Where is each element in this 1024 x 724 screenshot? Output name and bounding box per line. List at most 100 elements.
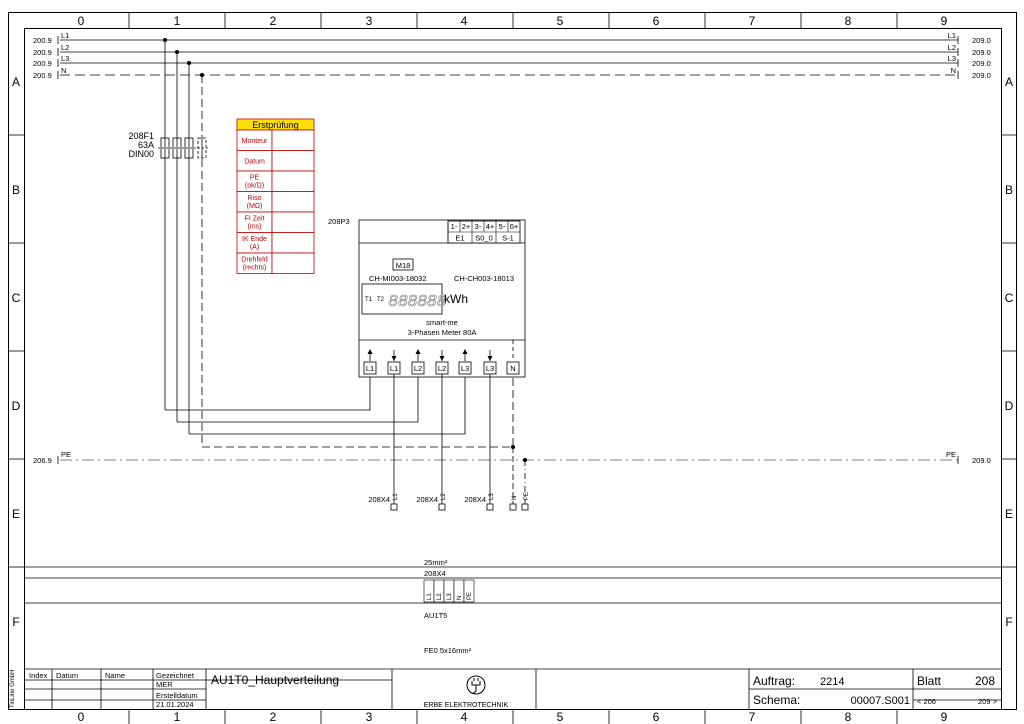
bus-left-ref: 200.9 bbox=[33, 36, 52, 45]
column-label-bottom: 5 bbox=[557, 710, 564, 724]
meter-terminal-label: N bbox=[510, 364, 515, 373]
module-box bbox=[392, 258, 414, 271]
bus-lines bbox=[60, 39, 958, 461]
terminal-wires bbox=[393, 374, 526, 504]
column-label-bottom: 3 bbox=[366, 710, 373, 724]
meter-tag: 208P3 bbox=[328, 217, 350, 226]
column-label-top: 1 bbox=[174, 14, 181, 28]
erstpruefung-row-label: Monteur bbox=[242, 138, 268, 145]
column-label-bottom: 8 bbox=[845, 710, 852, 724]
x4-terminal-label: L1 bbox=[393, 493, 399, 500]
cable-section bbox=[24, 566, 1001, 670]
pe-right-ref: 209.0 bbox=[972, 456, 991, 465]
column-label-top: 0 bbox=[78, 14, 85, 28]
bus-left-ref: 200.9 bbox=[33, 59, 52, 68]
column-label-top: 2 bbox=[270, 14, 277, 28]
erstpruefung-row-unit: (A) bbox=[250, 244, 259, 251]
fuse-208f1[interactable] bbox=[158, 137, 209, 159]
bus-right-ref: 209.0 bbox=[972, 36, 991, 45]
x4-terminal[interactable] bbox=[438, 503, 446, 511]
meter-io-pin: 2+ bbox=[462, 222, 471, 231]
bus-left-ref: 200.9 bbox=[33, 48, 52, 57]
meter-io-pin: 3- bbox=[475, 222, 482, 231]
company-logo bbox=[466, 675, 486, 695]
bus-label-right: L1 bbox=[948, 31, 956, 40]
erstpruefung-value-cell[interactable] bbox=[271, 232, 315, 254]
column-label-bottom: 7 bbox=[749, 710, 756, 724]
meter-module: M18 bbox=[396, 261, 411, 270]
column-label-top: 3 bbox=[366, 14, 373, 28]
meter-terminal-label: L2 bbox=[414, 364, 422, 373]
erstpruefung-value-cell[interactable] bbox=[271, 170, 315, 192]
row-label-right: F bbox=[1005, 615, 1012, 629]
meter-terminal[interactable] bbox=[506, 361, 520, 375]
x4-terminal[interactable] bbox=[390, 503, 398, 511]
x4-terminal-pe-label: PE bbox=[524, 492, 530, 500]
row-label-right: A bbox=[1005, 75, 1013, 89]
bus-label-right: L2 bbox=[948, 43, 956, 52]
fuse-drops bbox=[164, 40, 514, 448]
x4-terminal[interactable] bbox=[486, 503, 494, 511]
meter-tariff-t1: T1 bbox=[365, 297, 373, 303]
cable-cross-section: 25mm² bbox=[424, 558, 448, 567]
x4-terminal-n-label: N bbox=[512, 496, 518, 500]
bus-label-right: N bbox=[951, 66, 956, 75]
cable-wire-label: L3 bbox=[447, 593, 453, 600]
erstpruefung-value-cell[interactable] bbox=[271, 191, 315, 213]
next-sheet-link[interactable]: 209 > bbox=[978, 697, 998, 706]
meter-part-right: CH-CH003-18013 bbox=[454, 274, 514, 283]
cable-wire-cell bbox=[463, 579, 475, 603]
column-label-top: 8 bbox=[845, 14, 852, 28]
cable-wire-label: L2 bbox=[437, 593, 443, 600]
row-label-right: D bbox=[1005, 399, 1014, 413]
row-label-left: C bbox=[12, 291, 21, 305]
column-label-bottom: 2 bbox=[270, 710, 277, 724]
x4-terminal-tag: 208X4 bbox=[464, 495, 486, 504]
x4-terminal-n[interactable] bbox=[509, 503, 517, 511]
meter-terminal[interactable] bbox=[458, 361, 472, 375]
meter-terminal[interactable] bbox=[411, 361, 425, 375]
meter-part-left: CH-MI003-18032 bbox=[369, 274, 427, 283]
meter-terminal[interactable] bbox=[363, 361, 377, 375]
x4-terminal-pe[interactable] bbox=[521, 503, 529, 511]
erstpruefung-row-unit: (ms) bbox=[248, 224, 262, 231]
erstpruefung-value-cell[interactable] bbox=[271, 129, 315, 151]
column-label-bottom: 0 bbox=[78, 710, 85, 724]
meter-io-pin: 1- bbox=[451, 222, 458, 231]
row-label-left: B bbox=[12, 183, 20, 197]
row-label-left: F bbox=[12, 615, 19, 629]
company-name: ERBE ELEKTROTECHNIK bbox=[424, 702, 509, 709]
cable-destination: AU1T5 bbox=[424, 611, 447, 620]
order-label: Auftrag: bbox=[753, 674, 795, 688]
created-date: 21.01.2024 bbox=[156, 700, 194, 709]
erstpruefung-title: Erstprüfung bbox=[252, 120, 299, 130]
meter-io-pin: 6+ bbox=[510, 222, 519, 231]
prev-sheet-link[interactable]: < 206 bbox=[917, 697, 936, 706]
cable-type: FE0 5x16mm² bbox=[424, 646, 472, 655]
bus-label-left: L2 bbox=[61, 43, 69, 52]
order-value: 2214 bbox=[820, 676, 844, 688]
bus-label-right: L3 bbox=[948, 54, 956, 63]
erstpruefung-value-cell[interactable] bbox=[271, 252, 315, 274]
drawn-by: MER bbox=[156, 680, 173, 689]
column-label-bottom: 9 bbox=[941, 710, 948, 724]
meter-display bbox=[361, 283, 443, 315]
meter-brand: smart-me bbox=[426, 318, 458, 327]
erstpruefung-row-unit: (MΩ) bbox=[247, 203, 263, 210]
meter-display-digits: 888888 bbox=[388, 293, 447, 312]
row-label-right: E bbox=[1005, 507, 1013, 521]
erstpruefung-value-cell[interactable] bbox=[271, 211, 315, 233]
meter-terminal-label: L1 bbox=[366, 364, 374, 373]
row-label-right: C bbox=[1005, 291, 1014, 305]
erstpruefung-row-label: FI Zeit bbox=[245, 216, 265, 223]
meter-io-group: E1 bbox=[455, 234, 464, 243]
erstpruefung-table: Erstprüfung MonteurDatumPE(ok/Ω)Riso(MΩ)… bbox=[236, 118, 315, 274]
erstpruefung-row-label: Drehfeld bbox=[241, 257, 268, 264]
erstpruefung-value-cell[interactable] bbox=[271, 150, 315, 172]
meter-io-group: S0_0 bbox=[475, 234, 493, 243]
column-label-top: 5 bbox=[557, 14, 564, 28]
